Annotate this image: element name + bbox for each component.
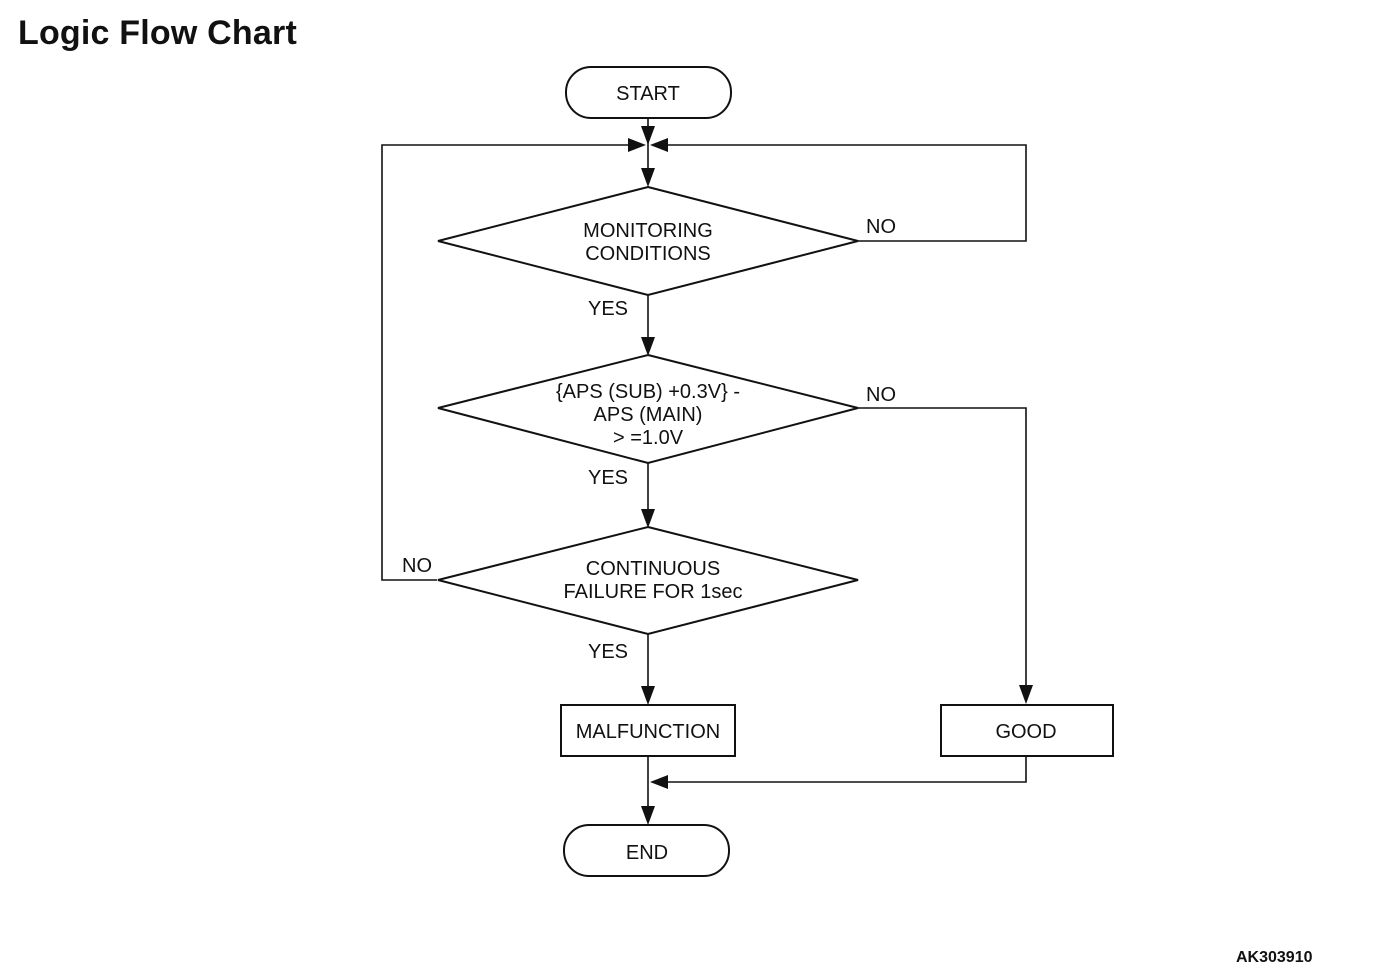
arrowhead-into-monitoring [641,168,655,187]
edge-labels: NO YES NO YES NO YES [402,216,896,663]
arrowhead-merge-from-right [650,138,668,152]
node-start: START [565,66,732,119]
node-start-label: START [616,83,680,105]
node-aps-check: {APS (SUB) +0.3V} - APS (MAIN) > =1.0V [437,353,859,465]
arrowhead-into-aps [641,337,655,356]
node-aps-line-1: {APS (SUB) +0.3V} - [556,381,740,403]
edge-label-aps-no: NO [866,384,896,406]
arrowhead-into-continuous [641,509,655,528]
node-end: END [563,824,730,877]
arrowhead-into-good [1019,685,1033,704]
arrowhead-into-malfunction [641,686,655,705]
node-continuous-line-2: FAILURE FOR 1sec [564,581,743,603]
node-good: GOOD [940,704,1114,757]
node-malfunction-label: MALFUNCTION [576,721,720,743]
node-good-label: GOOD [995,721,1056,743]
connector-continuous-no-loop [381,144,628,581]
page-title: Logic Flow Chart [18,14,297,52]
edge-label-continuous-no: NO [402,555,432,577]
node-continuous-failure: CONTINUOUS FAILURE FOR 1sec [437,525,859,636]
edge-label-monitoring-no: NO [866,216,896,238]
node-continuous-line-1: CONTINUOUS [586,558,720,580]
node-monitoring-conditions: MONITORING CONDITIONS [437,185,859,297]
edge-label-aps-yes: YES [588,467,628,489]
edge-label-monitoring-yes: YES [588,298,628,320]
arrowhead-into-end [641,806,655,825]
connectors [381,118,1033,825]
node-end-label: END [626,842,668,864]
edge-label-continuous-yes: YES [588,641,628,663]
figure-id: AK303910 [1236,949,1313,966]
connector-aps-no [858,407,1027,685]
node-aps-line-3: > =1.0V [613,427,684,449]
arrowhead-merge-from-good [650,775,668,789]
arrowhead-merge-from-start [641,126,655,145]
connector-good-to-end [668,756,1027,783]
connector-monitoring-no-loop [668,144,1027,242]
node-aps-line-2: APS (MAIN) [594,404,703,426]
arrowhead-merge-from-left [628,138,646,152]
node-malfunction: MALFUNCTION [560,704,736,757]
node-monitoring-line-2: CONDITIONS [585,243,711,265]
node-monitoring-line-1: MONITORING [583,220,713,242]
